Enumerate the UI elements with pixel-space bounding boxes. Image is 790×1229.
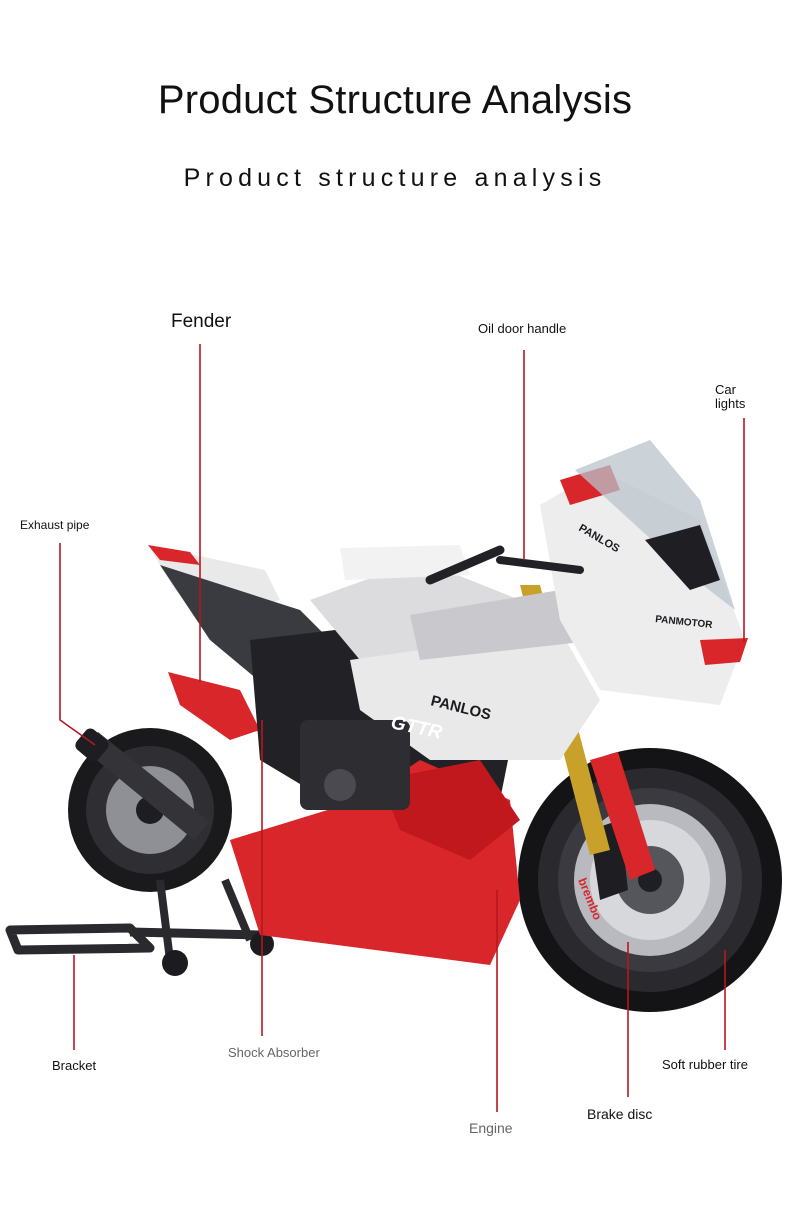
callout-exhaust-pipe: Exhaust pipe — [20, 518, 90, 532]
brake-disc-graphic — [574, 804, 726, 956]
callout-shock-absorber: Shock Absorber — [228, 1045, 320, 1060]
callout-soft-rubber-tire: Soft rubber tire — [662, 1057, 748, 1072]
exhaust-pipe-leader — [59, 543, 96, 746]
stand-bracket — [5, 878, 274, 976]
callout-engine: Engine — [469, 1120, 513, 1136]
motorcycle-body: PANLOS GTTR PANLOS PANMOTOR — [75, 440, 748, 965]
callout-brake-disc: Brake disc — [587, 1106, 653, 1122]
callout-fender: Fender — [171, 311, 232, 332]
callout-bracket: Bracket — [52, 1058, 97, 1073]
callout-oil-door-handle: Oil door handle — [478, 321, 567, 336]
page-subtitle: Product structure analysis — [183, 164, 607, 192]
callout-lines — [59, 344, 745, 1112]
page-title: Product Structure Analysis — [157, 78, 633, 122]
front-wheel: brembo — [518, 748, 782, 1012]
callout-car-lights-line2: lights — [715, 396, 746, 411]
callout-car-lights: Car lights — [715, 383, 745, 411]
callout-car-lights-line1: Car — [715, 382, 736, 397]
